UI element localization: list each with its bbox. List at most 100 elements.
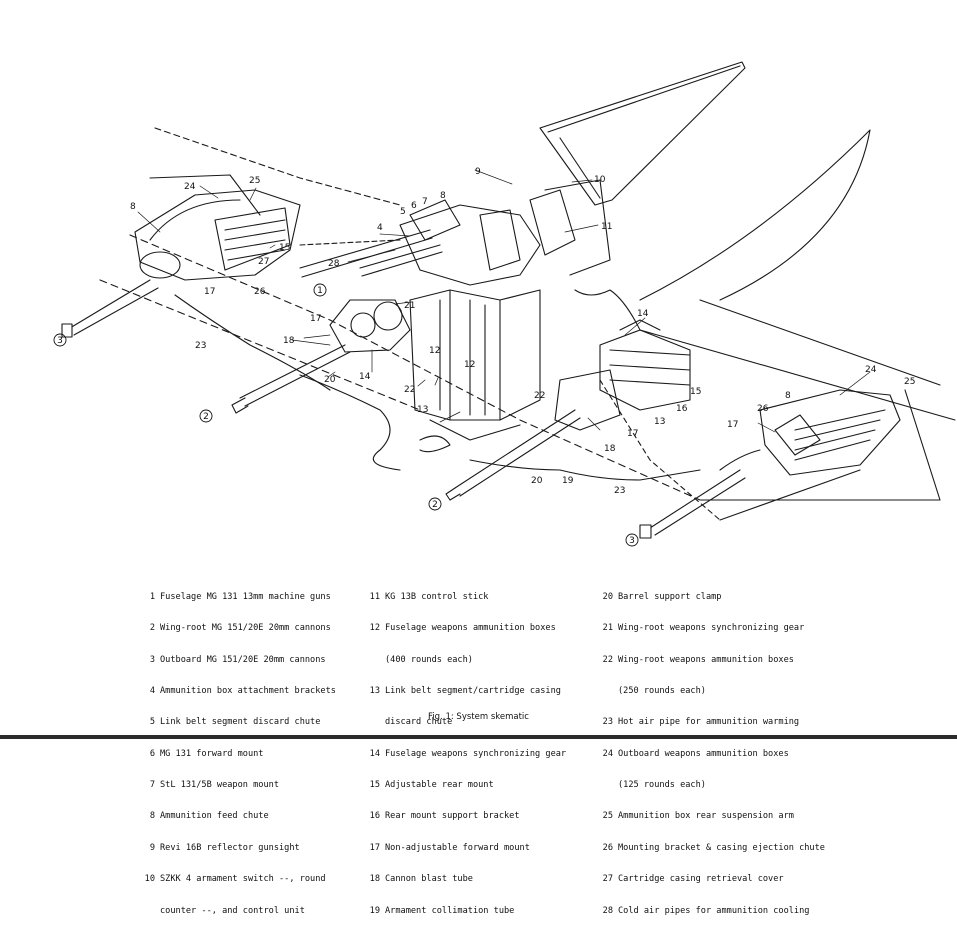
legend-text: Mounting bracket & casing ejection chute — [618, 842, 825, 853]
windscreen-canopy — [539, 61, 746, 206]
legend-text: Cold air pipes for ammunition cooling — [618, 905, 810, 916]
legend-item: discard chute — [365, 717, 566, 727]
legend-text: (250 rounds each) — [618, 685, 706, 696]
callout-15-right: 15 — [690, 387, 701, 397]
callout-25-left: 25 — [249, 176, 260, 186]
callout-23-right: 23 — [614, 486, 625, 496]
legend-number: 9 — [149, 842, 155, 853]
callout-14-left: 14 — [359, 372, 371, 382]
legend-item: 17 Non-adjustable forward mount — [365, 843, 566, 853]
legend-number: 12 — [369, 623, 380, 634]
callout-27: 27 — [258, 257, 269, 267]
callout-17-left-root: 17 — [310, 314, 321, 324]
callout-21: 21 — [404, 301, 415, 311]
callout-8-center: 8 — [440, 191, 446, 201]
legend-number: 3 — [149, 654, 155, 665]
legend-number: 8 — [149, 811, 155, 822]
circled-3-right: 3 — [629, 536, 635, 546]
legend-item: (250 rounds each) — [598, 686, 825, 696]
legend-number: 26 — [602, 842, 613, 853]
legend-item: 24 Outboard weapons ammunition boxes — [598, 749, 825, 759]
legend-text: Ammunition feed chute — [160, 811, 269, 822]
callout-labels: 24 25 8 15 27 17 26 23 9 10 8 7 6 5 11 4… — [130, 167, 915, 496]
callout-17-left-outboard: 17 — [204, 287, 215, 297]
callout-18-left: 18 — [283, 336, 295, 346]
legend-text: Wing-root MG 151/20E 20mm cannons — [160, 623, 331, 634]
legend-text: Outboard MG 151/20E 20mm cannons — [160, 654, 326, 665]
legend-text: Ammunition box rear suspension arm — [618, 811, 794, 822]
legend-text: Outboard weapons ammunition boxes — [618, 748, 789, 759]
fuselage-ammunition-boxes — [409, 289, 541, 441]
legend-number: 28 — [602, 905, 613, 916]
legend-number: 24 — [602, 748, 613, 759]
callout-16: 16 — [676, 404, 688, 414]
callout-15-left: 15 — [279, 243, 290, 253]
legend-number: 5 — [149, 717, 155, 728]
callout-24-left: 24 — [184, 182, 196, 192]
legend-text: counter --, and control unit — [160, 905, 305, 916]
callout-20-left: 20 — [324, 375, 336, 385]
legend-item: 28 Cold air pipes for ammunition cooling — [598, 906, 825, 916]
callout-23-left: 23 — [195, 341, 206, 351]
circled-2-left: 2 — [203, 412, 209, 422]
legend-number: 20 — [602, 591, 613, 602]
legend-text: Cannon blast tube — [385, 874, 473, 885]
legend-text: Fuselage MG 131 13mm machine guns — [160, 591, 331, 602]
callout-4: 4 — [377, 223, 383, 233]
legend-number: 19 — [369, 905, 380, 916]
legend-text: Non-adjustable forward mount — [385, 842, 530, 853]
legend-text: Fuselage weapons synchronizing gear — [385, 748, 567, 759]
legend-number: 1 — [149, 591, 155, 602]
callout-26-left: 26 — [254, 287, 266, 297]
right-outboard-cannon-assembly — [639, 389, 901, 539]
wing-outline — [99, 127, 956, 521]
callout-17-right-outboard: 17 — [727, 420, 738, 430]
callout-12-right: 12 — [464, 360, 475, 370]
callout-18-right: 18 — [604, 444, 616, 454]
legend-item: (125 rounds each) — [598, 780, 825, 790]
legend-text: Fuselage weapons ammunition boxes — [385, 623, 556, 634]
legend-text: Rear mount support bracket — [385, 811, 520, 822]
legend-number — [365, 655, 380, 665]
legend-text: Link belt segment/cartridge casing — [385, 685, 561, 696]
legend-number: 23 — [602, 717, 613, 728]
callout-7: 7 — [422, 197, 428, 207]
legend-item: 12 Fuselage weapons ammunition boxes — [365, 623, 566, 633]
legend-text: KG 13B control stick — [385, 591, 489, 602]
legend-item: 2 Wing-root MG 151/20E 20mm cannons — [140, 623, 336, 633]
legend-number: 10 — [144, 874, 155, 885]
legend-text: Adjustable rear mount — [385, 780, 494, 791]
legend-text: Cartridge casing retrieval cover — [618, 874, 784, 885]
legend-item: 27 Cartridge casing retrieval cover — [598, 874, 825, 884]
legend-number: 27 — [602, 874, 613, 885]
legend-number: 6 — [149, 748, 155, 759]
legend-number: 4 — [149, 685, 155, 696]
legend-number: 18 — [369, 874, 380, 885]
legend-item: 1 Fuselage MG 131 13mm machine guns — [140, 592, 336, 602]
legend-number — [598, 780, 613, 790]
legend-item: 26 Mounting bracket & casing ejection chu… — [598, 843, 825, 853]
legend-text: discard chute — [385, 717, 453, 728]
callout-10: 10 — [594, 175, 606, 185]
callout-25-right: 25 — [904, 377, 915, 387]
legend-text: Barrel support clamp — [618, 591, 722, 602]
legend-number: 17 — [369, 842, 380, 853]
callout-22-center: 22 — [534, 391, 545, 401]
callout-leader-lines — [137, 169, 871, 433]
legend-number: 11 — [369, 591, 380, 602]
legend-number: 2 — [149, 623, 155, 634]
bottom-border-bar — [0, 735, 957, 739]
legend-item: 11 KG 13B control stick — [365, 592, 566, 602]
legend-column-1: 1 Fuselage MG 131 13mm machine guns 2 Wing… — [140, 571, 336, 926]
legend-item: counter --, and control unit — [140, 906, 336, 916]
